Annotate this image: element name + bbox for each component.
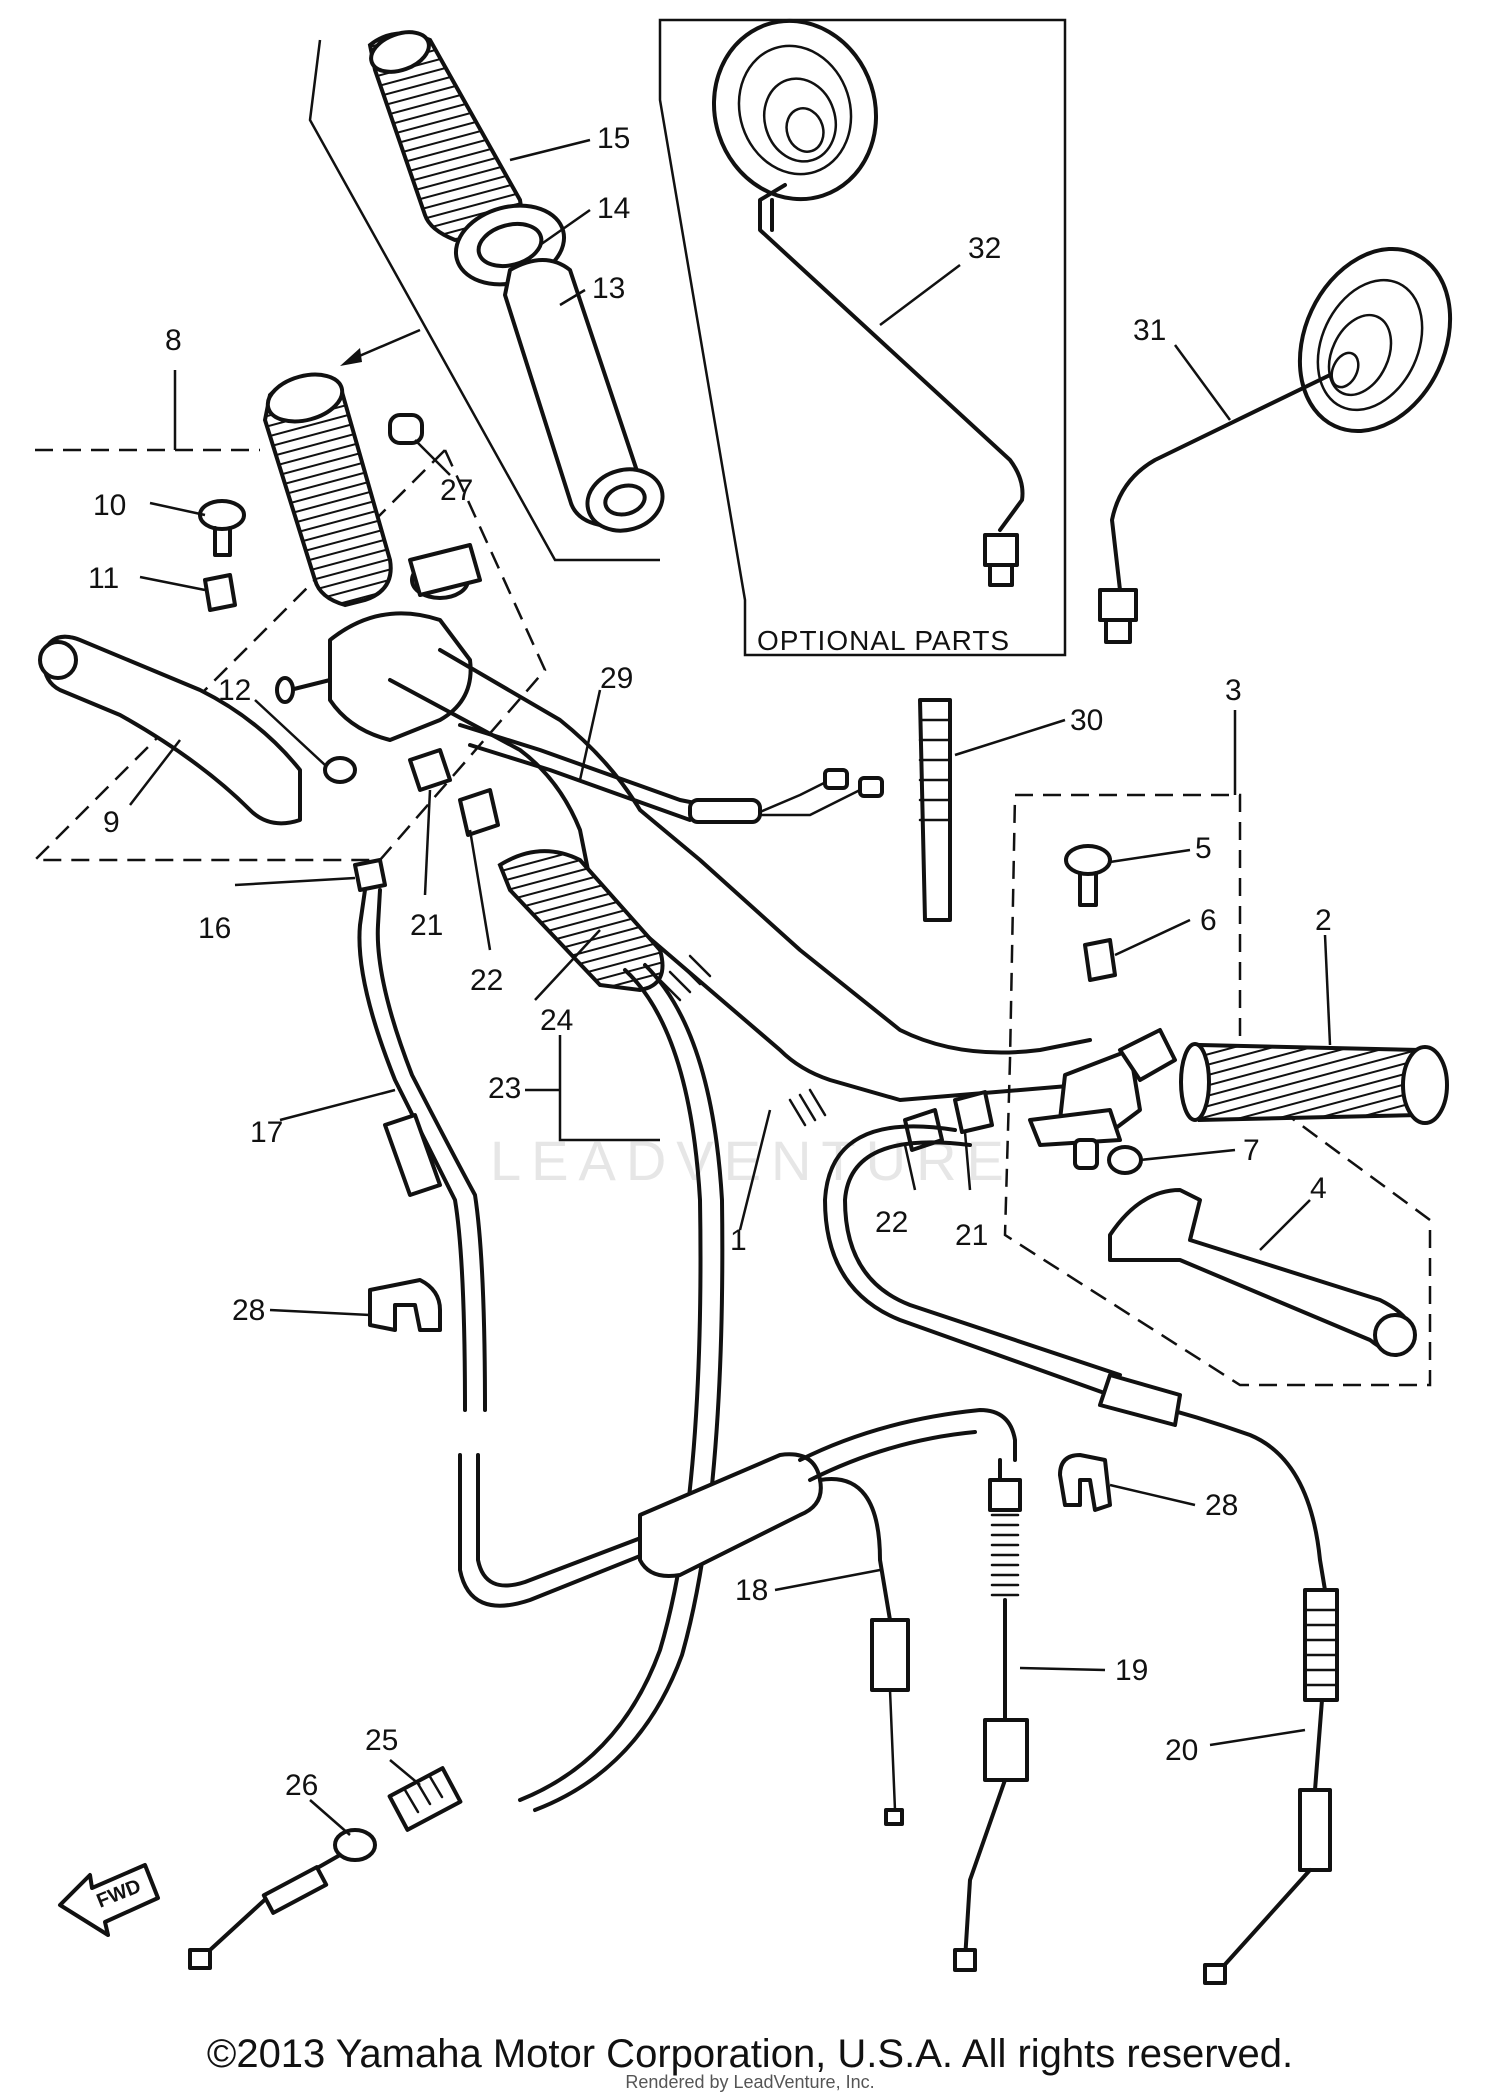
callout-14: 14 [597,192,630,225]
adjuster-21-left [408,748,452,792]
forward-arrow: FWD [58,1863,160,1937]
callout-5: 5 [1195,832,1212,865]
callout-3: 3 [1225,674,1242,707]
throttle-cable-23 [518,968,703,1802]
callout-16: 16 [198,912,231,945]
collar-6 [1083,938,1117,982]
mirror-32-mount [983,533,1019,567]
callout-31: 31 [1133,314,1166,347]
collar-11 [203,573,237,612]
screw-5-head [1064,844,1112,876]
cable-end-16 [353,858,387,892]
screw-10-head [198,499,246,531]
callout-15: 15 [597,122,630,155]
callout-17: 17 [250,1116,283,1149]
callout-23: 23 [488,1072,521,1105]
mirror-31-head [1297,246,1453,434]
cable-band-30 [918,698,952,922]
mirror-32-stem [758,183,1025,532]
callout-13: 13 [592,272,625,305]
callout-8: 8 [165,324,182,357]
callout-28-left: 28 [232,1294,265,1327]
callout-32: 32 [968,232,1001,265]
callout-4: 4 [1310,1172,1327,1205]
collar-12 [323,756,357,784]
callout-22-right: 22 [875,1206,908,1239]
brake-lever-4 [1108,1188,1414,1354]
rendered-by-credit: Rendered by LeadVenture, Inc. [625,2072,875,2092]
optional-parts-label: OPTIONAL PARTS [757,625,1010,656]
adjuster-22-right [903,1108,944,1152]
callout-20: 20 [1165,1734,1198,1767]
callout-12: 12 [218,674,251,707]
mirror-31-mount [1098,588,1138,622]
right-lever-assembly-box [1003,793,1432,1387]
nut-7 [1107,1145,1143,1175]
callout-6: 6 [1200,904,1217,937]
callout-30: 30 [1070,704,1103,737]
adjuster-25 [387,1766,463,1832]
callout-1: 1 [730,1224,747,1257]
cable-junction [638,1452,823,1578]
cable-clip-28-right [1058,1453,1112,1512]
callout-19: 19 [1115,1654,1148,1687]
callout-29: 29 [600,662,633,695]
copyright-notice: ©2013 Yamaha Motor Corporation, U.S.A. A… [206,2032,1294,2076]
callout-25: 25 [365,1724,398,1757]
callout-2: 2 [1315,904,1332,937]
optional-parts-box [658,18,1067,657]
callout-9: 9 [103,806,120,839]
cable-18 [818,1477,892,1622]
throttle-housing-24 [497,849,665,993]
screw-27 [388,413,424,445]
callout-10: 10 [93,489,126,522]
callout-11: 11 [88,562,119,595]
callout-24: 24 [540,1004,573,1037]
locknut-26 [333,1828,377,1862]
callout-22-left: 22 [470,964,503,997]
clutch-cable-17 [357,888,467,1412]
clutch-lever-9 [42,634,302,826]
brake-cable-20 [823,1124,1327,1592]
adjuster-21-right [953,1090,994,1134]
callout-28-right: 28 [1205,1489,1238,1522]
callout-21-right: 21 [955,1219,988,1252]
left-lever-holder [328,611,473,742]
callout-26: 26 [285,1769,318,1802]
exploded-grip-box [308,39,660,562]
cable-clip-28-left [368,1278,442,1332]
callout-18: 18 [735,1574,768,1607]
callout-27: 27 [440,474,473,507]
mirror-31-stem [1110,373,1332,592]
callout-7: 7 [1243,1134,1260,1167]
callout-21-left: 21 [410,909,443,942]
adjuster-22-left [458,788,500,837]
